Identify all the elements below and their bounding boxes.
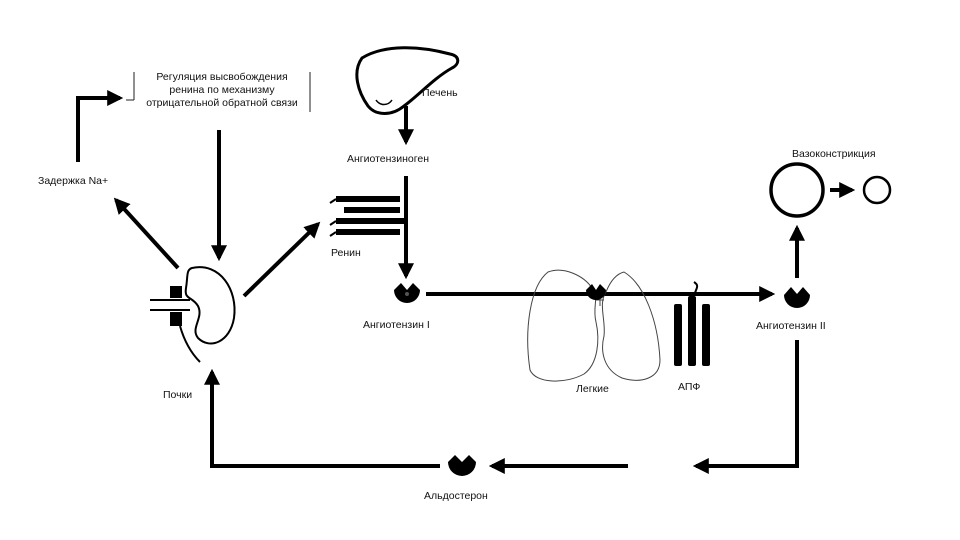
arrow-aldosterone-to-kidney xyxy=(204,368,440,468)
arrow-sodium-to-feedback xyxy=(76,90,124,162)
ace-enzyme-icon xyxy=(674,281,710,366)
vessel-wide-icon xyxy=(769,162,825,218)
feedback-label-line3: отрицательной обратной связи xyxy=(146,97,298,109)
vasoconstriction-label: Вазоконстрикция xyxy=(792,148,876,160)
arrow-kidney-to-renin xyxy=(242,221,321,298)
angiotensin2-label: Ангиотензин II xyxy=(756,320,826,332)
angiotensin1-label: Ангиотензин I xyxy=(363,319,430,331)
sodium-retention-label: Задержка Na+ xyxy=(38,175,108,187)
renin-label: Ренин xyxy=(331,247,361,259)
feedback-bracket xyxy=(126,72,311,112)
liver-icon xyxy=(355,46,460,115)
angiotensin1-molecule-icon xyxy=(394,283,420,303)
converting-molecule-icon xyxy=(586,284,606,300)
aldosterone-label: Альдостерон xyxy=(424,490,488,502)
kidney-icon xyxy=(150,266,236,363)
kidneys-label: Почки xyxy=(163,389,192,401)
feedback-label-line2: ренина по механизму xyxy=(169,84,275,96)
arrow-kidney-to-sodium xyxy=(113,197,180,270)
angiotensinogen-label: Ангиотензиноген xyxy=(347,153,429,165)
vessel-narrow-icon xyxy=(862,175,892,205)
lungs-label: Легкие xyxy=(576,383,609,395)
liver-label: Печень xyxy=(422,87,458,99)
aldosterone-molecule-icon xyxy=(448,455,476,476)
arrow-angiotensin2-to-aldosterone xyxy=(692,340,799,474)
ace-label: АПФ xyxy=(678,381,700,393)
renin-icon xyxy=(329,196,408,237)
angiotensin2-molecule-icon xyxy=(784,287,810,308)
feedback-label-line1: Регуляция высвобождения xyxy=(156,71,287,83)
